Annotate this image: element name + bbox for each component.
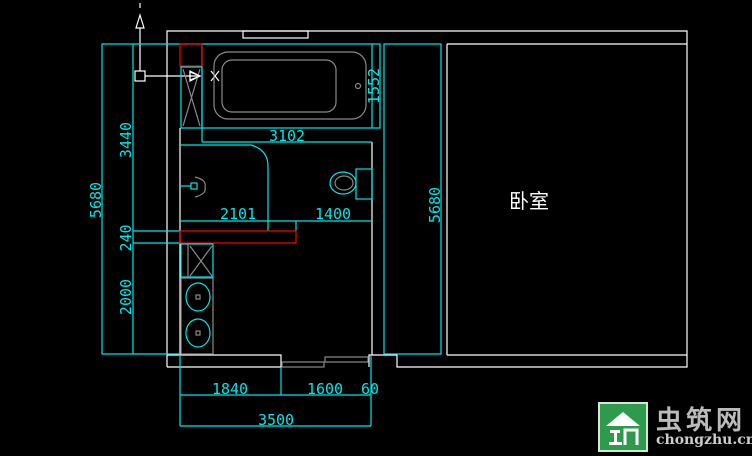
dim-total-width: 3500 bbox=[258, 411, 294, 429]
double-sink bbox=[180, 277, 214, 355]
bottom-dimension-lines bbox=[179, 355, 372, 427]
dim-split-left: 2101 bbox=[220, 205, 256, 223]
floor-drain bbox=[180, 176, 206, 198]
dim-bottom-left: 1840 bbox=[212, 380, 248, 398]
ucs-axis-icon bbox=[134, 3, 220, 82]
top-window bbox=[242, 30, 309, 39]
hatch-wall-middle bbox=[179, 230, 297, 244]
house-logo-icon bbox=[598, 402, 648, 452]
watermark-cn: 虫筑网 bbox=[656, 406, 747, 436]
shower-fixture bbox=[180, 66, 203, 129]
bathroom-outline bbox=[101, 43, 442, 355]
dim-upper-height: 3440 bbox=[117, 122, 135, 158]
washing-machine bbox=[180, 243, 214, 278]
dim-total-height-left: 5680 bbox=[87, 182, 105, 218]
watermark-logo: 虫筑网 chongzhu.cn bbox=[598, 400, 752, 454]
walls bbox=[166, 30, 688, 368]
hatch-wall-top bbox=[179, 43, 203, 67]
dim-bottom-door: 1600 bbox=[307, 380, 343, 398]
dim-lower-height: 2000 bbox=[117, 279, 135, 315]
dim-bottom-small: 60 bbox=[361, 380, 379, 398]
toilet bbox=[329, 168, 373, 200]
dim-bath-width: 1552 bbox=[365, 68, 383, 104]
dim-bath-length: 3102 bbox=[269, 127, 305, 145]
bathtub bbox=[213, 51, 367, 120]
room-label-bedroom: 卧室 bbox=[509, 189, 549, 213]
dim-wall-thickness: 240 bbox=[117, 224, 135, 251]
bottom-door bbox=[281, 356, 369, 368]
dim-total-height-right: 5680 bbox=[426, 187, 444, 223]
watermark-en: chongzhu.cn bbox=[656, 432, 752, 448]
dim-split-right: 1400 bbox=[315, 205, 351, 223]
